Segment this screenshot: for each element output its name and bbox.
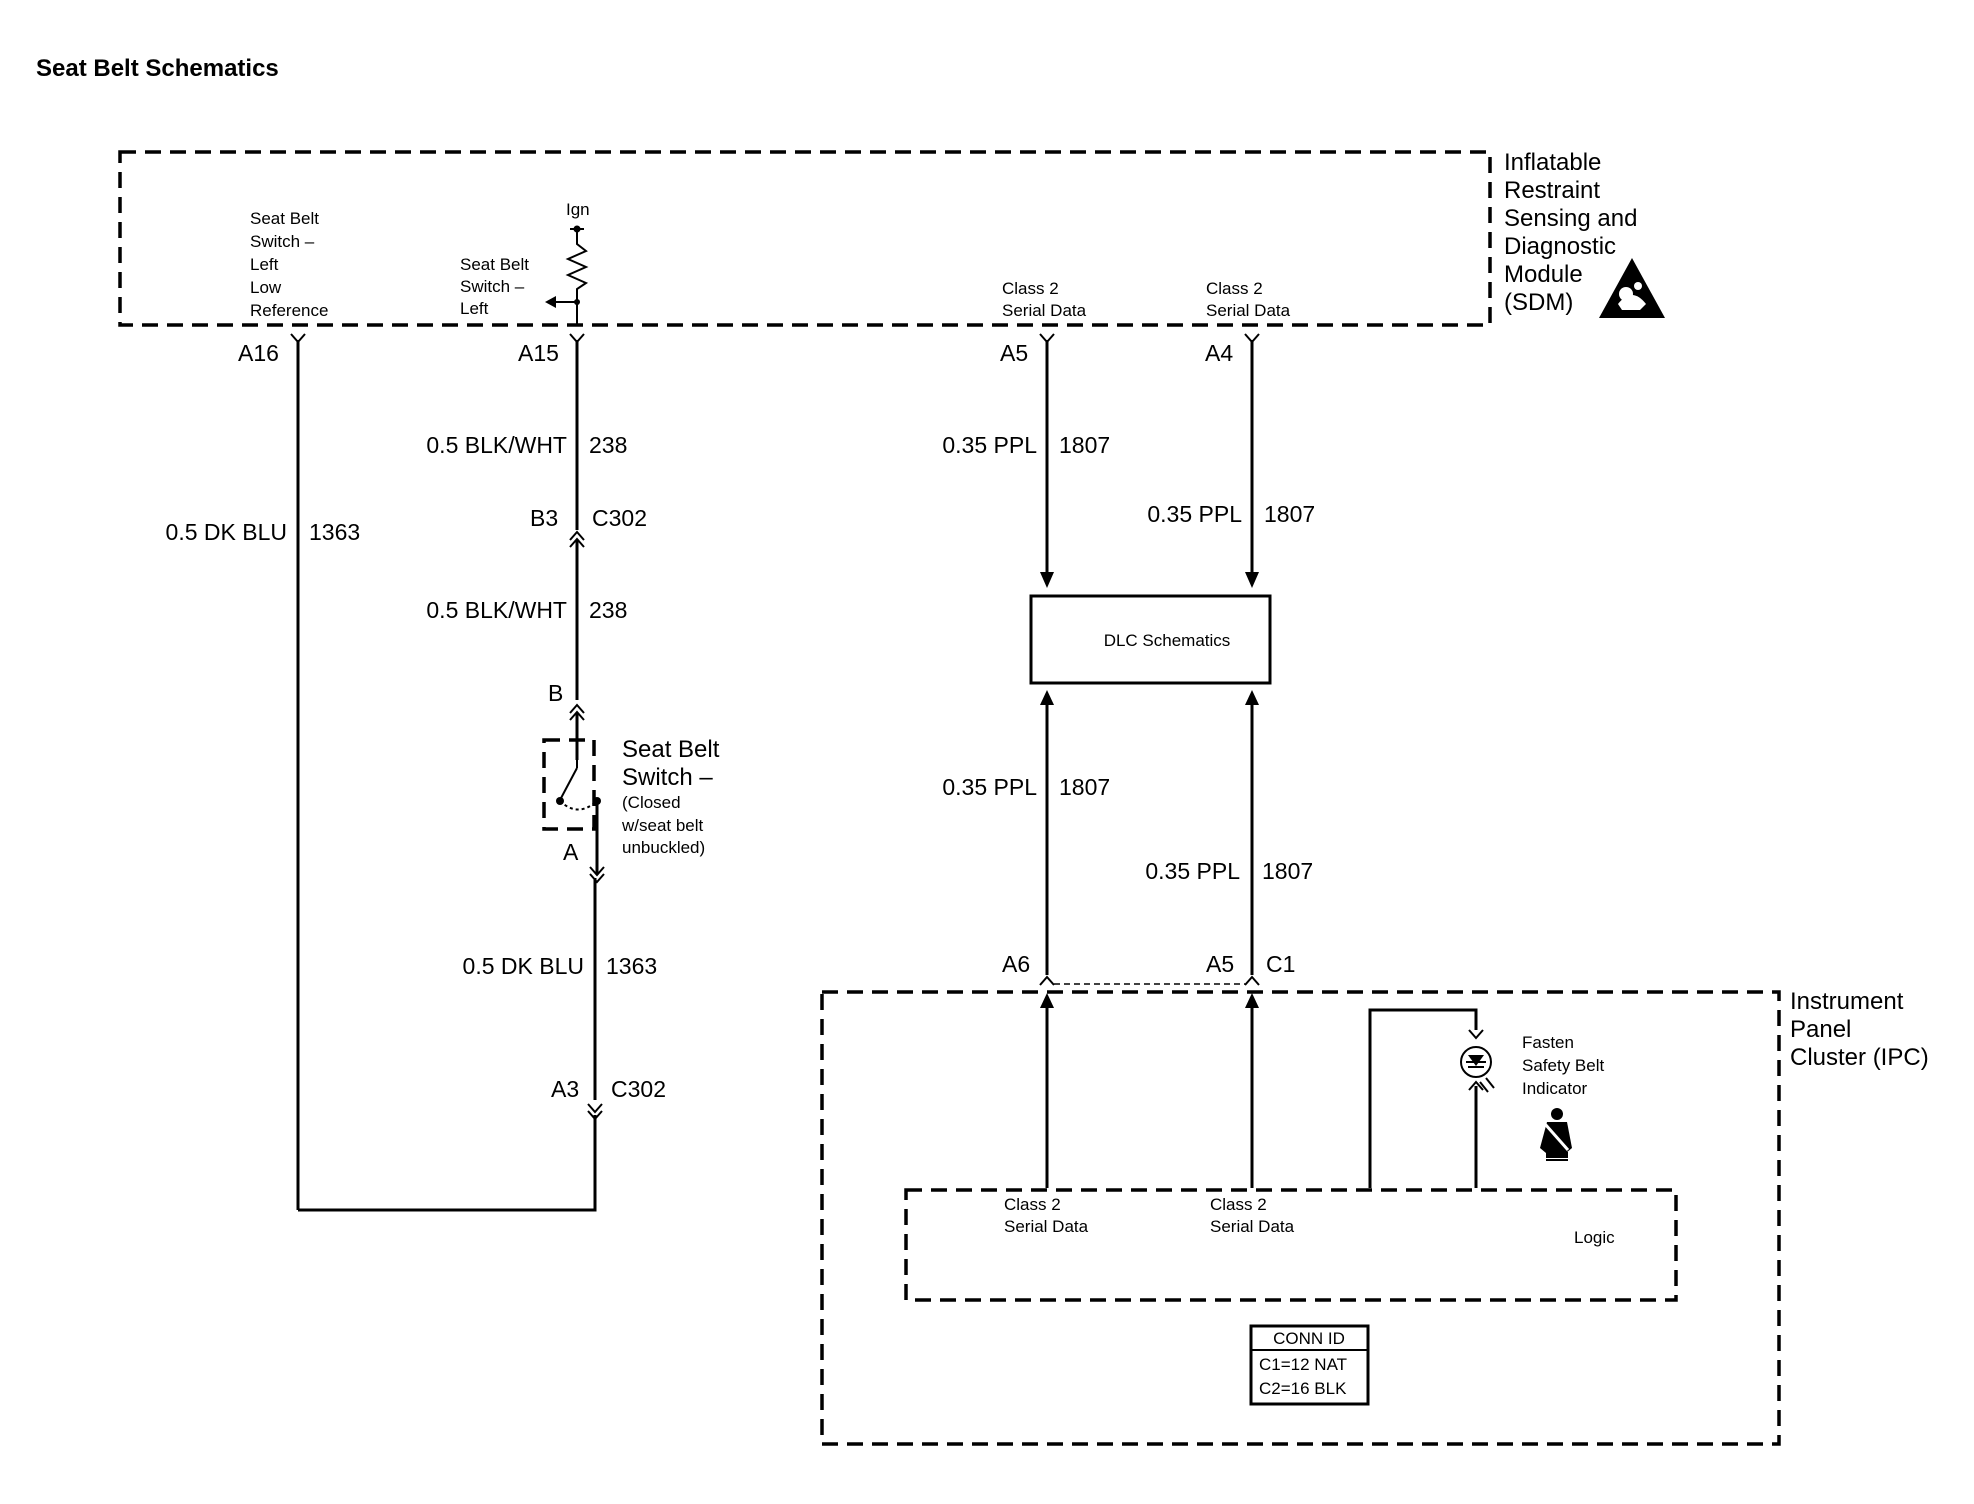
- pull-up-resistor: [545, 225, 589, 325]
- wire-1363-left-gauge: 0.5 DK BLU: [166, 519, 287, 545]
- svg-text:Class 2: Class 2: [1002, 279, 1059, 298]
- svg-text:Class 2: Class 2: [1004, 1195, 1061, 1214]
- seat-belt-person-icon: [1540, 1108, 1572, 1161]
- svg-text:Inflatable: Inflatable: [1504, 149, 1601, 176]
- svg-text:Serial Data: Serial Data: [1210, 1217, 1295, 1236]
- svg-text:Left: Left: [460, 299, 489, 318]
- svg-text:Cluster (IPC): Cluster (IPC): [1790, 1044, 1929, 1071]
- ipc-class2-serial-data-right-label: Class 2 Serial Data: [1210, 1195, 1295, 1236]
- svg-text:Fasten: Fasten: [1522, 1033, 1574, 1052]
- indicator-lamp-icon: [1460, 1029, 1495, 1093]
- svg-text:Switch –: Switch –: [460, 277, 525, 296]
- connector-c302-upper-label: C302: [592, 505, 647, 531]
- pin-sdm-a4-label: A4: [1205, 340, 1233, 366]
- pin-a15-label: A15: [518, 340, 559, 366]
- wire-1807-sdm-a5-circuit: 1807: [1059, 432, 1110, 458]
- pin-sdm-a5-label: A5: [1000, 340, 1028, 366]
- svg-text:w/seat belt: w/seat belt: [621, 816, 704, 835]
- dlc-schematics-box[interactable]: [1029, 594, 1272, 685]
- pin-b-label: B: [548, 680, 563, 706]
- svg-text:Switch –: Switch –: [250, 232, 315, 251]
- wire-1807-sdm-a4-gauge: 0.35 PPL: [1147, 501, 1242, 527]
- svg-text:Class 2: Class 2: [1210, 1195, 1267, 1214]
- svg-text:Seat Belt: Seat Belt: [460, 255, 529, 274]
- wire-1807-ipc-a6-gauge: 0.35 PPL: [942, 774, 1037, 800]
- ipc-logic-label: Logic: [1574, 1228, 1615, 1247]
- svg-text:Switch –: Switch –: [622, 764, 713, 791]
- sdm-seat-belt-switch-label: Seat Belt Switch – Left: [460, 255, 529, 318]
- svg-text:Reference: Reference: [250, 301, 328, 320]
- svg-text:Sensing and: Sensing and: [1504, 205, 1637, 232]
- svg-text:Diagnostic: Diagnostic: [1504, 233, 1616, 260]
- svg-text:Left: Left: [250, 255, 279, 274]
- wire-1807-sdm-a5-gauge: 0.35 PPL: [942, 432, 1037, 458]
- wire-1363-lower-circuit: 1363: [606, 953, 657, 979]
- svg-text:Module: Module: [1504, 261, 1583, 288]
- svg-text:Panel: Panel: [1790, 1016, 1851, 1043]
- indicator-circuit: [1368, 1008, 1478, 1188]
- svg-text:Seat Belt: Seat Belt: [250, 209, 319, 228]
- wire-1807-ipc-a5-gauge: 0.35 PPL: [1145, 858, 1240, 884]
- wire-238-upper-circuit: 238: [589, 432, 627, 458]
- sdm-class2-serial-data-a4-label: Class 2 Serial Data: [1206, 279, 1291, 320]
- pin-b3-label: B3: [530, 505, 558, 531]
- ipc-module-name: Instrument Panel Cluster (IPC): [1790, 988, 1929, 1071]
- sdm-class2-serial-data-a5-label: Class 2 Serial Data: [1002, 279, 1087, 320]
- fasten-safety-belt-indicator-label: Fasten Safety Belt Indicator: [1522, 1033, 1604, 1098]
- svg-text:Class 2: Class 2: [1206, 279, 1263, 298]
- page-title: Seat Belt Schematics: [36, 55, 279, 82]
- pin-ipc-a5-label: A5: [1206, 951, 1234, 977]
- conn-id-table: CONN ID C1=12 NAT C2=16 BLK: [1249, 1324, 1370, 1406]
- ipc-class2-serial-data-left-label: Class 2 Serial Data: [1004, 1195, 1089, 1236]
- svg-text:Indicator: Indicator: [1522, 1079, 1588, 1098]
- wire-1807-sdm-a4-circuit: 1807: [1264, 501, 1315, 527]
- svg-text:Serial Data: Serial Data: [1206, 301, 1291, 320]
- svg-text:(SDM): (SDM): [1504, 289, 1573, 316]
- connector-switch-a: [589, 866, 605, 884]
- conn-id-header: CONN ID: [1273, 1329, 1345, 1348]
- pin-a3-label: A3: [551, 1076, 579, 1102]
- conn-id-row: C2=16 BLK: [1259, 1379, 1347, 1398]
- svg-text:Seat Belt: Seat Belt: [622, 736, 720, 763]
- seat-belt-switch-contact: [556, 760, 601, 875]
- connector-c302-lower-label: C302: [611, 1076, 666, 1102]
- svg-text:Serial Data: Serial Data: [1002, 301, 1087, 320]
- seat-belt-switch-note: (Closed w/seat belt unbuckled): [621, 793, 705, 857]
- connector-switch-b: [569, 703, 585, 721]
- svg-text:Restraint: Restraint: [1504, 177, 1600, 204]
- pin-a-label: A: [563, 839, 579, 865]
- svg-text:Safety Belt: Safety Belt: [1522, 1056, 1604, 1075]
- connector-c1-label: C1: [1266, 951, 1295, 977]
- seat-belt-switch-title: Seat Belt Switch –: [622, 736, 720, 791]
- sdm-module-boundary: [118, 150, 1492, 327]
- wire-238-lower-gauge: 0.5 BLK/WHT: [426, 597, 567, 623]
- ignition-label: Ign: [566, 200, 590, 219]
- airbag-warning-triangle-icon: [1599, 258, 1665, 318]
- sdm-module-name: Inflatable Restraint Sensing and Diagnos…: [1504, 149, 1637, 316]
- wire-1363-return: [298, 1127, 597, 1212]
- sdm-low-reference-label: Seat Belt Switch – Left Low Reference: [250, 209, 328, 320]
- wire-1363-lower-gauge: 0.5 DK BLU: [463, 953, 584, 979]
- svg-text:(Closed: (Closed: [622, 793, 681, 812]
- svg-text:Instrument: Instrument: [1790, 988, 1904, 1015]
- dlc-schematics-label[interactable]: DLC Schematics: [1104, 631, 1231, 650]
- wire-238-lower-circuit: 238: [589, 597, 627, 623]
- wire-1807-ipc-a5-circuit: 1807: [1262, 858, 1313, 884]
- wire-1807-ipc-a6-circuit: 1807: [1059, 774, 1110, 800]
- seat-belt-switch-boundary: [542, 738, 596, 831]
- ipc-logic-boundary: [904, 1188, 1678, 1302]
- wire-238-upper-gauge: 0.5 BLK/WHT: [426, 432, 567, 458]
- pin-a16-label: A16: [238, 340, 279, 366]
- svg-text:unbuckled): unbuckled): [622, 838, 705, 857]
- svg-text:Low: Low: [250, 278, 282, 297]
- connector-c302-b3: [569, 530, 585, 548]
- svg-text:Serial Data: Serial Data: [1004, 1217, 1089, 1236]
- ipc-module-boundary: [820, 990, 1781, 1446]
- conn-id-row: C1=12 NAT: [1259, 1355, 1347, 1374]
- wire-1363-left-circuit: 1363: [309, 519, 360, 545]
- pin-ipc-a6-label: A6: [1002, 951, 1030, 977]
